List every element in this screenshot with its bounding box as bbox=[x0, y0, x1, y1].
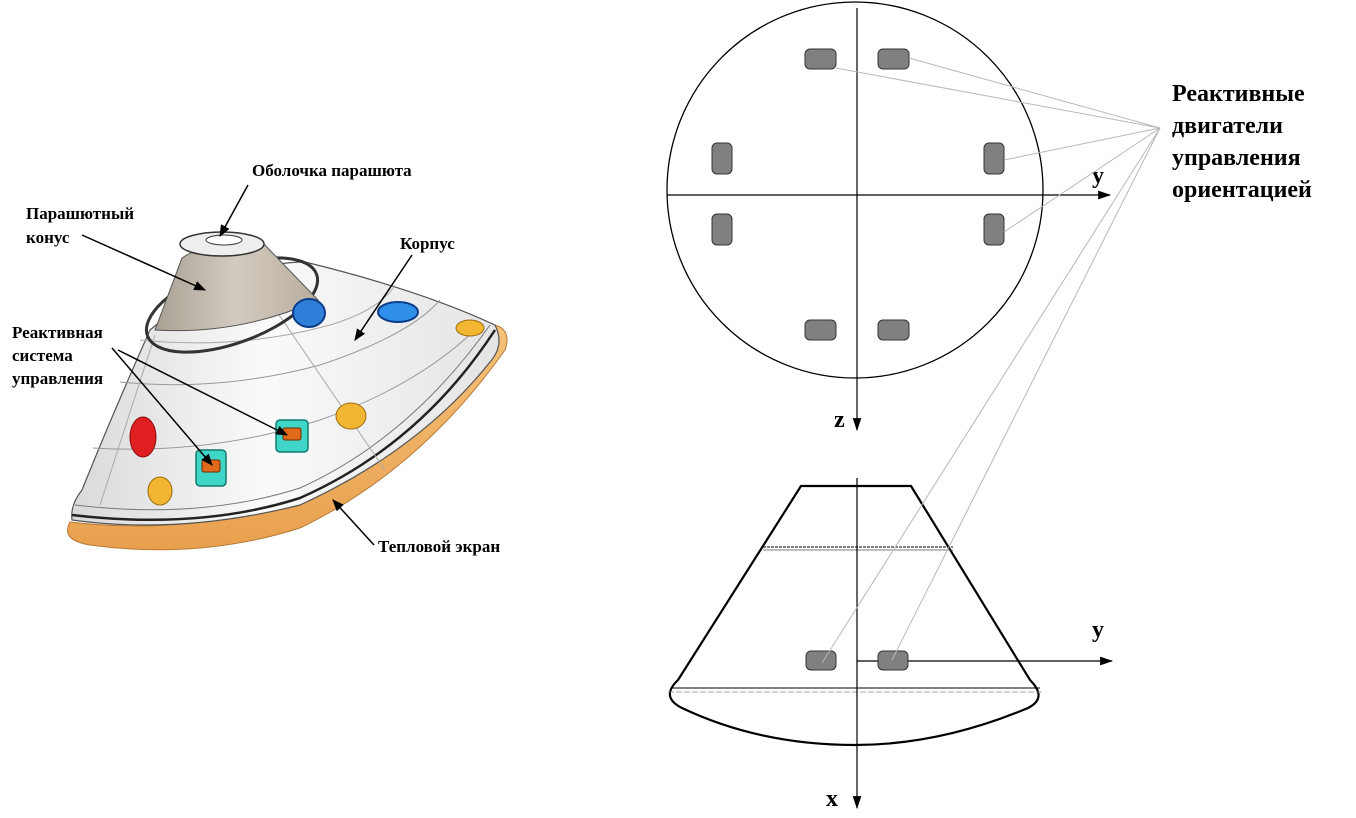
label-thrusters-line4: ориентацией bbox=[1172, 177, 1312, 203]
leader-line bbox=[1003, 127, 1161, 161]
thruster-top-4 bbox=[983, 142, 1005, 175]
window-orange-3 bbox=[147, 476, 173, 506]
leader-line bbox=[835, 67, 1161, 129]
thruster-top-8 bbox=[877, 319, 910, 341]
label-rcs-line3: управления bbox=[12, 369, 103, 388]
label-heat-shield: Тепловой экран bbox=[378, 537, 500, 556]
label-thrusters-line2: двигатели bbox=[1172, 113, 1283, 139]
leader-line bbox=[1003, 127, 1161, 233]
thruster-side-1 bbox=[805, 650, 837, 671]
label-rcs-line2: система bbox=[12, 346, 73, 365]
callout-body bbox=[354, 254, 413, 341]
label-thrusters-line3: управления bbox=[1172, 145, 1301, 171]
capsule-callouts bbox=[81, 184, 413, 546]
thruster-top-2 bbox=[877, 48, 910, 70]
window-orange-2 bbox=[335, 402, 367, 430]
top-view-outline bbox=[666, 1, 1044, 379]
callout-parachute-cone bbox=[81, 234, 207, 291]
top-view-axis-z-label: z bbox=[834, 407, 845, 433]
thruster-top-6 bbox=[983, 213, 1005, 246]
callout-parachute-shell bbox=[219, 184, 249, 238]
capsule-illustration bbox=[67, 231, 508, 551]
rim-band-2 bbox=[74, 324, 491, 511]
body-stripe bbox=[92, 324, 481, 450]
body-stripe bbox=[119, 299, 441, 386]
thruster-top-1 bbox=[804, 48, 837, 70]
rcs-pod-1-core bbox=[201, 459, 221, 473]
leader-line bbox=[908, 57, 1161, 129]
window-orange-1 bbox=[455, 319, 485, 337]
leader-line bbox=[891, 127, 1161, 661]
callout-rcs-2 bbox=[117, 349, 289, 436]
label-parachute-cone-line2: конус bbox=[26, 228, 70, 247]
body-stripe bbox=[139, 284, 396, 344]
side-view-outline bbox=[668, 484, 1040, 747]
window-red bbox=[129, 416, 157, 458]
thruster-top-3 bbox=[711, 142, 733, 175]
thruster-top-5 bbox=[711, 213, 733, 246]
thruster-leader-lines bbox=[821, 57, 1161, 664]
callout-rcs-1 bbox=[111, 347, 213, 466]
top-view: y z bbox=[666, 1, 1112, 433]
side-view-axis-x-label: x bbox=[826, 786, 838, 812]
thruster-side-2 bbox=[877, 650, 909, 671]
window-blue-2 bbox=[377, 301, 419, 323]
label-body: Корпус bbox=[400, 234, 455, 253]
thruster-top-7 bbox=[804, 319, 837, 341]
side-view: y x bbox=[668, 478, 1114, 812]
window-blue-1 bbox=[292, 298, 326, 328]
parachute-shell-inner bbox=[205, 234, 243, 246]
leader-line bbox=[821, 127, 1161, 664]
callout-heat-shield bbox=[332, 499, 375, 546]
label-parachute-cone-line1: Парашютный bbox=[26, 204, 134, 223]
label-rcs-line1: Реактивная bbox=[12, 323, 103, 342]
side-view-axis-y-label: y bbox=[1092, 617, 1104, 643]
rim-band bbox=[71, 329, 497, 522]
label-thrusters-line1: Реактивные bbox=[1172, 81, 1305, 107]
label-parachute-shell: Оболочка парашюта bbox=[252, 161, 412, 180]
top-view-axis-y-label: y bbox=[1092, 163, 1104, 189]
